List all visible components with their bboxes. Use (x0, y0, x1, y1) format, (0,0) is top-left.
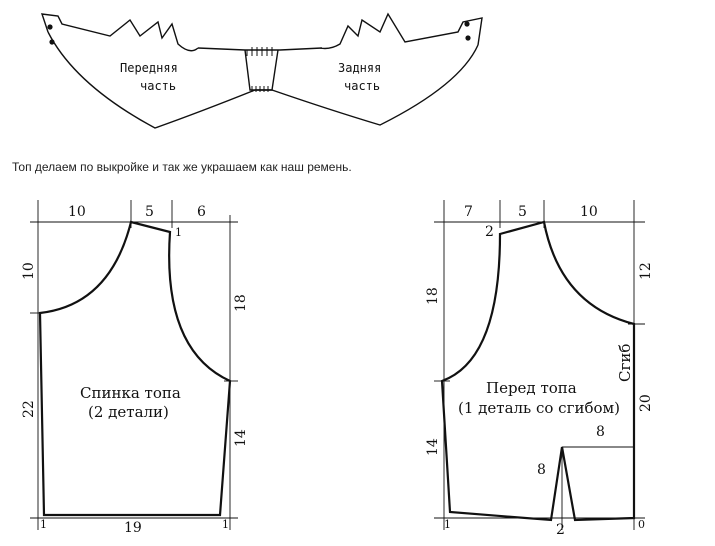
belt-back-label-2: часть (344, 79, 380, 93)
back-dim-shoulder: 1 (175, 226, 182, 239)
back-dim-top-c: 6 (197, 204, 206, 220)
back-dim-top-b: 5 (145, 204, 154, 220)
front-dim-corner-left: 1 (444, 518, 451, 531)
back-title-2: (2 детали) (88, 403, 169, 421)
front-dim-left-top: 18 (425, 287, 441, 305)
front-dim-dart-height: 8 (537, 462, 546, 478)
caption-text: Топ делаем по выкройке и так же украшаем… (12, 160, 352, 174)
front-title-1: Перед топа (486, 379, 577, 397)
front-dim-dart-width: 8 (596, 424, 605, 440)
back-title-1: Спинка топа (80, 384, 181, 402)
belt-dot-icon (47, 24, 53, 30)
front-pattern (434, 200, 645, 530)
front-dim-top-b: 5 (518, 204, 527, 220)
front-dims: 7 5 10 2 18 14 12 20 8 8 2 1 0 (425, 204, 654, 538)
front-dim-top-c: 10 (580, 204, 598, 220)
front-dim-shoulder: 2 (485, 224, 494, 240)
front-fold-label: Сгиб (616, 344, 634, 382)
back-dim-left-bottom: 22 (21, 400, 37, 418)
front-dim-dart-base: 2 (556, 522, 565, 538)
belt-dot-icon (49, 39, 55, 45)
back-dim-corner-right: 1 (222, 518, 229, 531)
back-dim-right-top: 18 (233, 294, 249, 312)
back-dim-left-top: 10 (21, 262, 37, 280)
front-dim-corner-right: 0 (638, 518, 645, 531)
back-dim-top-a: 10 (68, 204, 86, 220)
belt-dot-icon (465, 35, 471, 41)
front-dim-right-top: 12 (638, 262, 654, 280)
belt-front-label-1: Передняя (120, 61, 178, 75)
front-dim-top-a: 7 (464, 204, 473, 220)
belt-pattern (40, 12, 483, 129)
front-dim-right-bottom: 20 (638, 394, 654, 412)
back-dim-bottom: 19 (124, 520, 142, 536)
front-dim-left-bottom: 14 (425, 438, 441, 456)
back-dim-right-bottom: 14 (233, 429, 249, 447)
belt-dot-icon (464, 21, 470, 27)
belt-front-label-2: часть (140, 79, 176, 93)
front-title-2: (1 деталь со сгибом) (458, 399, 620, 417)
back-dims: 10 5 6 1 10 22 18 14 19 1 1 (21, 204, 249, 536)
belt-back-label-1: Задняя (338, 61, 381, 75)
back-pattern (30, 200, 238, 530)
back-dim-corner-left: 1 (40, 518, 47, 531)
